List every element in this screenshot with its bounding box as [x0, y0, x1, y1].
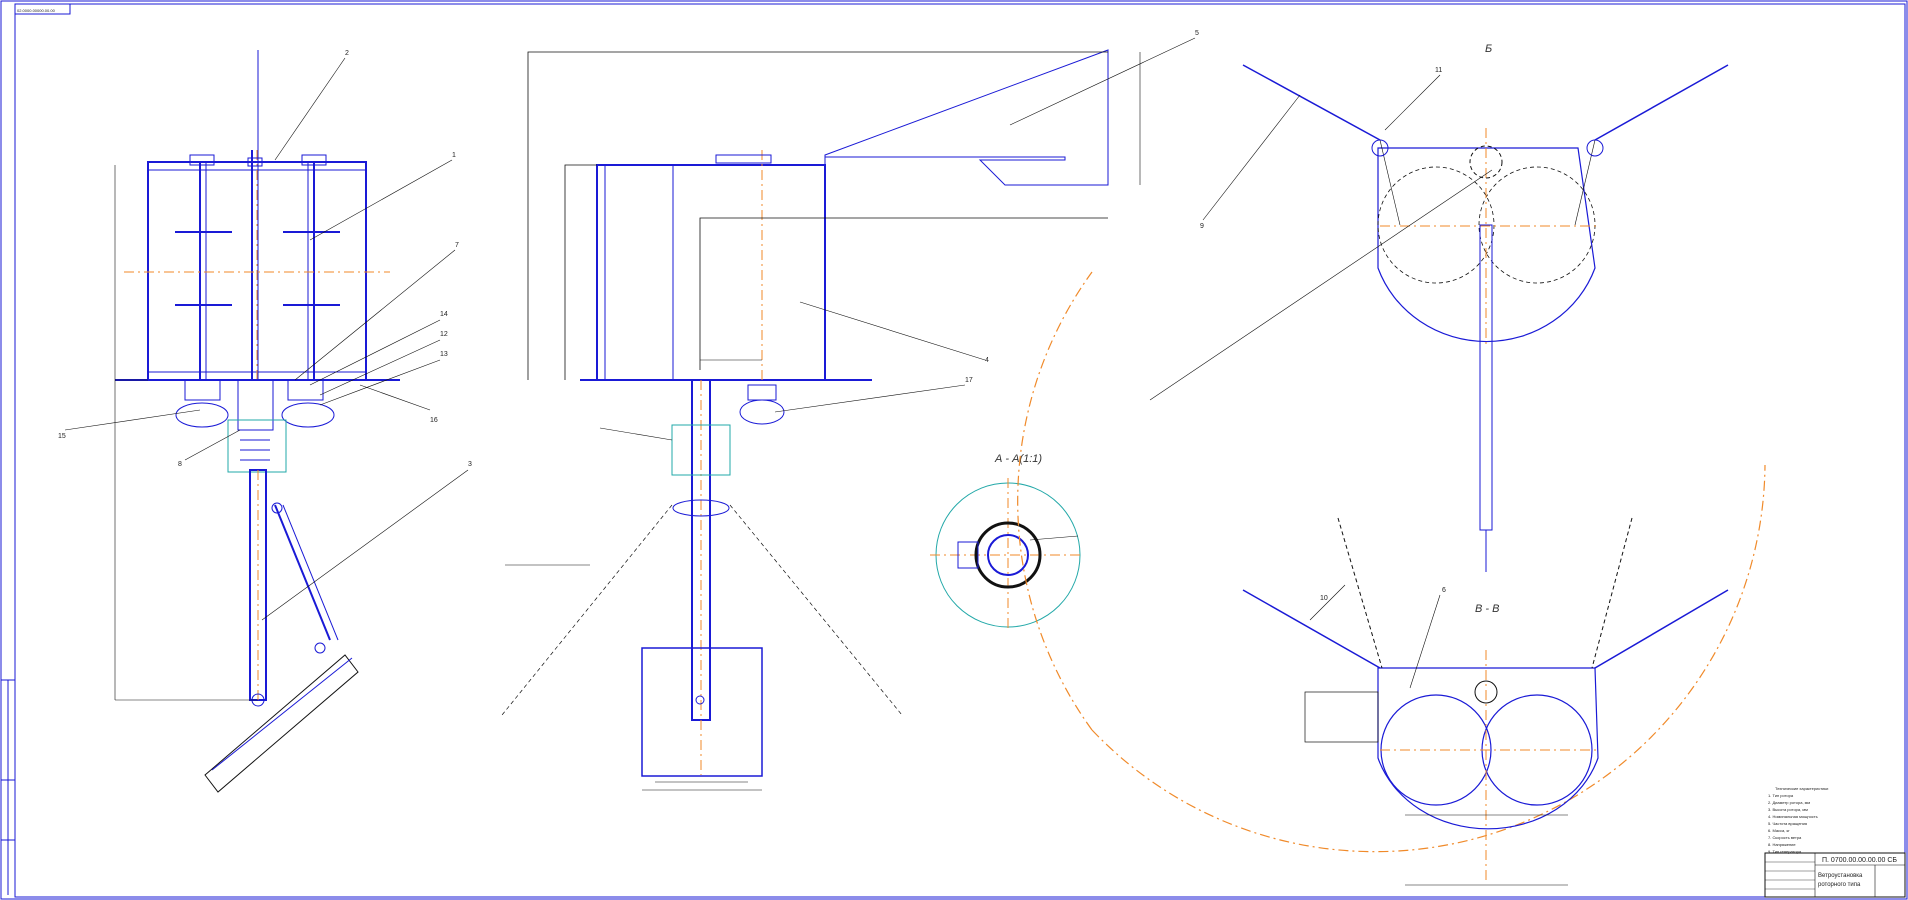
callout-14: 14 [440, 311, 448, 318]
title-block-name-2: роторного типа [1818, 882, 1861, 888]
note-9: 9. Тип генератора [1768, 849, 1802, 854]
callout-10: 10 [1320, 595, 1328, 602]
note-5: 5. Частота вращения [1768, 821, 1807, 826]
section-vv-label: В - В [1475, 603, 1499, 615]
note-8: 8. Напряжение [1768, 842, 1796, 847]
left-view-front: 2 1 7 14 12 13 16 15 8 3 [58, 50, 472, 793]
note-2: 2. Диаметр ротора, мм [1768, 800, 1810, 805]
view-b-label: Б [1485, 43, 1492, 55]
callout-15: 15 [58, 433, 66, 440]
middle-view-side: 5 4 17 [501, 30, 1199, 791]
note-7: 7. Скорость ветра [1768, 835, 1802, 840]
callout-4: 4 [985, 357, 989, 364]
left-margin-strip [1, 679, 15, 895]
section-v-v: В - В 6 10 [1242, 517, 1729, 886]
note-title: Технические характеристики [1775, 786, 1828, 791]
corner-stamp-text: 02.0000.00000.00.00 [17, 8, 56, 13]
technical-notes: Технические характеристики 1. Тип ротора… [1768, 786, 1828, 854]
title-block-designation: П. 0700.00.00.00.00 СБ [1822, 857, 1897, 864]
callout-3: 3 [468, 461, 472, 468]
title-block-name-1: Ветроустановка [1818, 873, 1863, 879]
callout-17: 17 [965, 377, 973, 384]
callout-9: 9 [1200, 223, 1204, 230]
section-aa-label: А - А(1:1) [994, 453, 1042, 465]
callout-8: 8 [178, 461, 182, 468]
title-block: П. 0700.00.00.00.00 СБ Ветроустановка ро… [1764, 852, 1906, 898]
view-b: Б 9 11 [1017, 43, 1766, 853]
corner-stamp: 02.0000.00000.00.00 [14, 3, 71, 15]
callout-13: 13 [440, 351, 448, 358]
callout-5: 5 [1195, 30, 1199, 37]
section-a-a: А - А(1:1) [930, 453, 1082, 632]
note-4: 4. Номинальная мощность [1768, 814, 1818, 819]
callout-12: 12 [440, 331, 448, 338]
callout-2: 2 [345, 50, 349, 57]
callout-7: 7 [455, 242, 459, 249]
callout-16: 16 [430, 417, 438, 424]
note-3: 3. Высота ротора, мм [1768, 807, 1808, 812]
note-6: 6. Масса, кг [1768, 828, 1790, 833]
callout-6: 6 [1442, 587, 1446, 594]
callout-11: 11 [1435, 67, 1442, 74]
inner-frame [14, 3, 1906, 898]
note-1: 1. Тип ротора [1768, 793, 1794, 798]
callout-1: 1 [452, 152, 456, 159]
